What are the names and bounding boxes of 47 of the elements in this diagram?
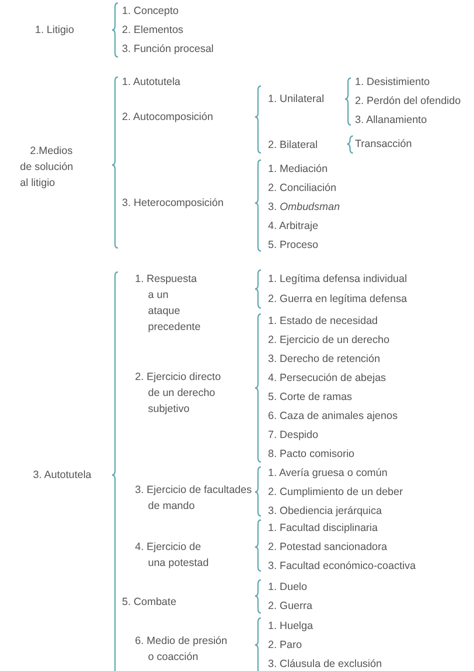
outline-label: 3. Obediencia jerárquica — [268, 504, 382, 518]
outline-label: 1. Respuesta a un ataque precedente — [135, 272, 198, 334]
outline-label: 2.Medios de solución al litigio — [20, 144, 74, 190]
outline-label: 3. Allanamiento — [355, 112, 427, 128]
outline-label: 2. Guerra en legítima defensa — [268, 292, 407, 306]
outline-label: 3. Facultad económico-coactiva — [268, 558, 416, 574]
outline-label: 1. Desistimiento — [355, 74, 430, 90]
outline-label: 6. Medio de presión o coacción — [135, 634, 228, 664]
outline-label: 1. Facultad disciplinaria — [268, 520, 378, 536]
outline-label: 1. Avería gruesa o común — [268, 466, 388, 480]
outline-label: 2. Perdón del ofendido — [355, 94, 461, 108]
outline-label: 3. Ombudsman — [268, 200, 340, 214]
outline-label: 3. Heterocomposición — [122, 196, 224, 210]
outline-label: 8. Pacto comisorio — [268, 446, 354, 462]
outline-label: 2. Conciliación — [268, 180, 336, 196]
outline-label: 7. Despido — [268, 428, 318, 442]
outline-label: 3. Cláusula de exclusión — [268, 656, 382, 671]
outline-label: 2. Elementos — [122, 22, 184, 38]
outline-label: 2. Ejercicio de un derecho — [268, 332, 390, 348]
outline-label: 3. Función procesal — [122, 42, 214, 56]
outline-label: 4. Ejercicio de una potestad — [135, 540, 210, 570]
outline-label: Transacción — [355, 136, 412, 152]
outline-label: 5. Proceso — [268, 238, 318, 252]
outline-label: 1. Concepto — [122, 4, 179, 18]
outline-label: 2. Cumplimiento de un deber — [268, 484, 403, 500]
outline-label: 3. Derecho de retención — [268, 352, 380, 366]
outline-label: 4. Persecución de abejas — [268, 370, 386, 386]
outline-label: 1. Litigio — [35, 22, 74, 38]
outline-label: 2. Autocomposición — [122, 110, 214, 124]
outline-label: 1. Autotutela — [122, 74, 180, 90]
outline-label: 3. Autotutela — [33, 468, 92, 482]
outline-label: 1. Mediación — [268, 162, 328, 176]
outline-label: 1. Huelga — [268, 618, 313, 634]
outline-label: 5. Combate — [122, 594, 176, 610]
outline-label: 2. Potestad sancionadora — [268, 540, 388, 554]
outline-label: 5. Corte de ramas — [268, 390, 352, 404]
outline-label: 1. Duelo — [268, 580, 308, 594]
outline-label: 1. Legítima defensa individual — [268, 272, 407, 286]
outline-label: 3. Ejercicio de facultades de mando — [135, 482, 253, 514]
outline-label: 2. Ejercicio directo de un derecho subjetivo — [135, 370, 222, 416]
outline-label: 1. Unilateral — [268, 92, 324, 106]
outline-label: 2. Bilateral — [268, 138, 318, 152]
outline-label: 6. Caza de animales ajenos — [268, 408, 398, 424]
outline-label: 1. Estado de necesidad — [268, 314, 378, 328]
outline-label: 2. Guerra — [268, 598, 312, 614]
outline-label: 4. Arbitraje — [268, 218, 318, 234]
outline-label: 2. Paro — [268, 638, 302, 652]
